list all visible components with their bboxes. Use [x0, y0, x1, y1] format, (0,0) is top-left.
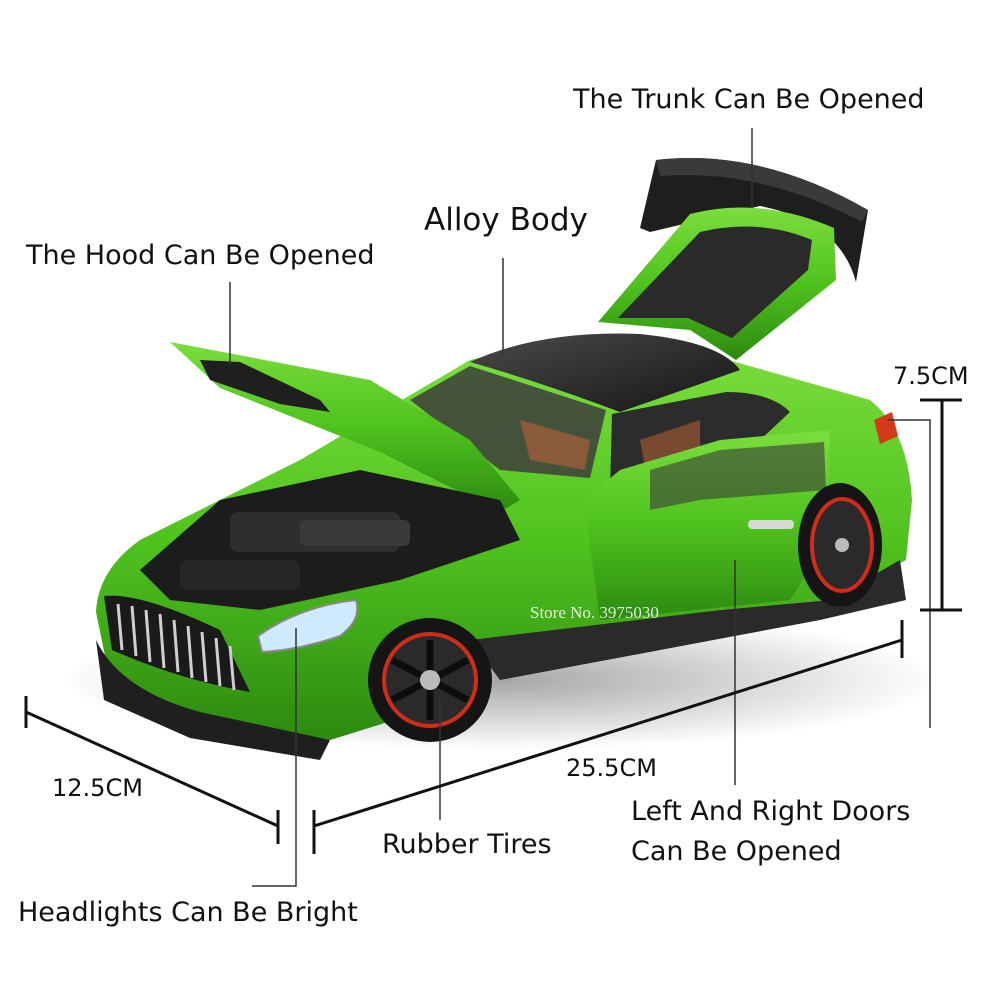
front-wheel — [368, 618, 492, 742]
callout-lines — [229, 128, 931, 887]
doors-label-line2: Can Be Opened — [631, 836, 842, 867]
store-watermark: Store No. 3975030 — [530, 603, 659, 622]
headlights-label: Headlights Can Be Bright — [18, 897, 358, 928]
width-dimension-label: 12.5CM — [52, 774, 143, 802]
alloy-body-label: Alloy Body — [424, 202, 588, 238]
doors-label-line1: Left And Right Doors — [631, 796, 911, 827]
trunk-lid — [598, 207, 836, 360]
tires-label: Rubber Tires — [382, 829, 552, 860]
headlight — [256, 598, 359, 654]
car-roof — [470, 333, 740, 412]
dimension-lines — [24, 398, 962, 854]
trunk-label: The Trunk Can Be Opened — [573, 84, 925, 115]
rear-wing — [640, 158, 868, 282]
length-dimension-label: 25.5CM — [566, 754, 657, 782]
hood-label: The Hood Can Be Opened — [26, 240, 375, 271]
front-grille — [104, 595, 250, 692]
open-door — [584, 430, 830, 620]
engine-bay — [140, 470, 520, 610]
rear-wheel — [798, 483, 882, 607]
height-dimension-label: 7.5CM — [893, 362, 969, 390]
hood — [170, 342, 520, 512]
